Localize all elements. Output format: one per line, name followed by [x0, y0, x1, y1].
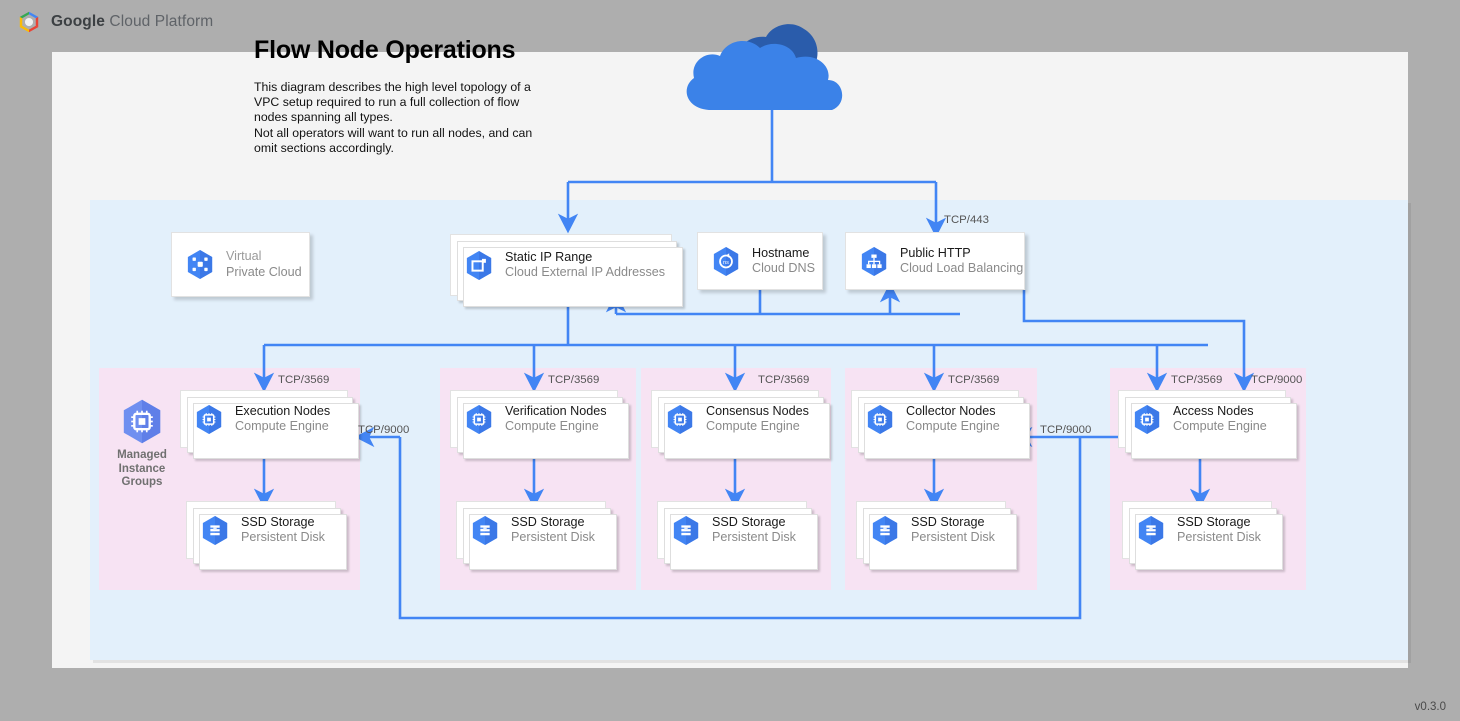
- storage-card-verification[interactable]: SSD Storage Persistent Disk: [456, 501, 617, 570]
- brand-name: Google Cloud Platform: [51, 13, 213, 31]
- node-card-label: SSD Storage Persistent Disk: [712, 515, 796, 546]
- port-label-execution-9000: TCP/9000: [358, 424, 410, 436]
- node-subtitle: Compute Engine: [706, 419, 800, 433]
- port-label-verification-3569: TCP/3569: [548, 374, 600, 386]
- port-label-consensus-3569: TCP/3569: [758, 374, 810, 386]
- storage-card-execution[interactable]: SSD Storage Persistent Disk: [186, 501, 347, 570]
- node-card-label: Access Nodes Compute Engine: [1173, 404, 1267, 435]
- node-subtitle: Compute Engine: [505, 419, 599, 433]
- node-subtitle: Cloud DNS: [752, 261, 815, 275]
- cloud-dns-icon: ns: [712, 246, 740, 277]
- node-card-label: SSD Storage Persistent Disk: [511, 515, 595, 546]
- node-card-verification-nodes[interactable]: Verification Nodes Compute Engine: [450, 390, 629, 459]
- node-subtitle: Persistent Disk: [241, 530, 325, 544]
- page-title: Flow Node Operations: [254, 36, 516, 64]
- persistent-disk-icon: [201, 515, 229, 546]
- node-title: Execution Nodes: [235, 403, 331, 418]
- compute-engine-icon: [1133, 404, 1161, 435]
- static-ip-icon: [465, 250, 493, 281]
- port-label-execution-3569: TCP/3569: [278, 374, 330, 386]
- description-line: nodes spanning all types.: [254, 110, 393, 125]
- node-title: SSD Storage: [712, 514, 786, 529]
- group-label-line: Instance: [118, 462, 166, 475]
- node-title: Static IP Range: [505, 249, 593, 264]
- node-card-label: SSD Storage Persistent Disk: [241, 515, 325, 546]
- cloud-icon: [686, 24, 843, 110]
- persistent-disk-icon: [471, 515, 499, 546]
- brand-header: Google Cloud Platform: [16, 8, 213, 36]
- persistent-disk-icon: [672, 515, 700, 546]
- description-line: Not all operators will want to run all n…: [254, 125, 533, 140]
- node-card-label: Collector Nodes Compute Engine: [906, 404, 1000, 435]
- port-label-lb-443: TCP/443: [944, 214, 989, 226]
- node-card-consensus-nodes[interactable]: Consensus Nodes Compute Engine: [651, 390, 830, 459]
- description-line: This diagram describes the high level to…: [254, 80, 531, 94]
- node-card-hostname[interactable]: ns Hostname Cloud DNS: [697, 232, 823, 290]
- node-subtitle: Private Cloud: [226, 264, 302, 279]
- group-label-line: Managed: [117, 449, 167, 461]
- node-card-label: Static IP Range Cloud External IP Addres…: [505, 250, 665, 281]
- node-card-label: Consensus Nodes Compute Engine: [706, 404, 809, 435]
- google-cloud-hexagon-logo-icon: [16, 9, 42, 35]
- node-subtitle: Cloud Load Balancing: [900, 261, 1024, 275]
- node-subtitle: Persistent Disk: [1177, 530, 1261, 544]
- port-label-collector-9000: TCP/9000: [1040, 424, 1092, 436]
- node-title: SSD Storage: [1177, 514, 1251, 529]
- description-line: VPC setup required to run a full collect…: [254, 95, 520, 110]
- node-card-label: Hostname Cloud DNS: [752, 246, 815, 277]
- node-title: SSD Storage: [241, 514, 315, 529]
- description-line: omit sections accordingly.: [254, 140, 394, 155]
- node-subtitle: Compute Engine: [906, 419, 1000, 433]
- node-title: Hostname: [752, 245, 810, 260]
- load-balancing-icon: [860, 246, 888, 277]
- svg-text:ns: ns: [723, 259, 729, 265]
- persistent-disk-icon: [1137, 515, 1165, 546]
- node-card-label: SSD Storage Persistent Disk: [911, 515, 995, 546]
- node-card-virtual-private-cloud[interactable]: Virtual Private Cloud: [171, 232, 310, 297]
- node-card-label: SSD Storage Persistent Disk: [1177, 515, 1261, 546]
- node-card-static-ip-range[interactable]: Static IP Range Cloud External IP Addres…: [450, 234, 683, 307]
- persistent-disk-icon: [871, 515, 899, 546]
- compute-engine-icon: [465, 404, 493, 435]
- node-card-label: Virtual Private Cloud: [226, 249, 302, 280]
- node-title: Collector Nodes: [906, 403, 996, 418]
- node-card-label: Verification Nodes Compute Engine: [505, 404, 607, 435]
- page-description: This diagram describes the high level to…: [254, 80, 546, 156]
- brand-name-bold: Google: [51, 13, 105, 30]
- node-subtitle: Persistent Disk: [511, 530, 595, 544]
- compute-engine-icon: [666, 404, 694, 435]
- node-title: Consensus Nodes: [706, 403, 809, 418]
- node-subtitle: Cloud External IP Addresses: [505, 265, 666, 279]
- node-subtitle: Persistent Disk: [911, 530, 995, 544]
- compute-engine-icon: [866, 404, 894, 435]
- node-card-label: Execution Nodes Compute Engine: [235, 404, 330, 435]
- node-card-collector-nodes[interactable]: Collector Nodes Compute Engine: [851, 390, 1030, 459]
- node-subtitle: Compute Engine: [1173, 419, 1267, 433]
- compute-engine-icon: [195, 404, 223, 435]
- managed-instance-groups-label: Managed Instance Groups: [99, 398, 185, 490]
- storage-card-collector[interactable]: SSD Storage Persistent Disk: [856, 501, 1017, 570]
- port-label-collector-3569: TCP/3569: [948, 374, 1000, 386]
- node-card-access-nodes[interactable]: Access Nodes Compute Engine: [1118, 390, 1297, 459]
- node-title: SSD Storage: [911, 514, 985, 529]
- node-title: SSD Storage: [511, 514, 585, 529]
- brand-name-rest: Cloud Platform: [105, 13, 214, 30]
- storage-card-access[interactable]: SSD Storage Persistent Disk: [1122, 501, 1283, 570]
- node-title: Verification Nodes: [505, 403, 607, 418]
- node-card-public-http[interactable]: Public HTTP Cloud Load Balancing: [845, 232, 1025, 290]
- node-subtitle: Persistent Disk: [712, 530, 796, 544]
- group-label-line: Groups: [121, 476, 163, 488]
- node-card-label: Public HTTP Cloud Load Balancing: [900, 246, 1023, 277]
- port-label-access-3569: TCP/3569: [1171, 374, 1223, 386]
- managed-instance-groups-icon: [121, 398, 163, 445]
- node-title: Access Nodes: [1173, 403, 1254, 418]
- node-title: Public HTTP: [900, 245, 971, 260]
- port-label-access-9000: TCP/9000: [1251, 374, 1303, 386]
- node-card-execution-nodes[interactable]: Execution Nodes Compute Engine: [180, 390, 359, 459]
- version-label: v0.3.0: [1414, 701, 1446, 713]
- node-subtitle: Compute Engine: [235, 419, 329, 433]
- storage-card-consensus[interactable]: SSD Storage Persistent Disk: [657, 501, 818, 570]
- vpc-icon: [186, 249, 214, 280]
- node-title: Virtual: [226, 249, 262, 264]
